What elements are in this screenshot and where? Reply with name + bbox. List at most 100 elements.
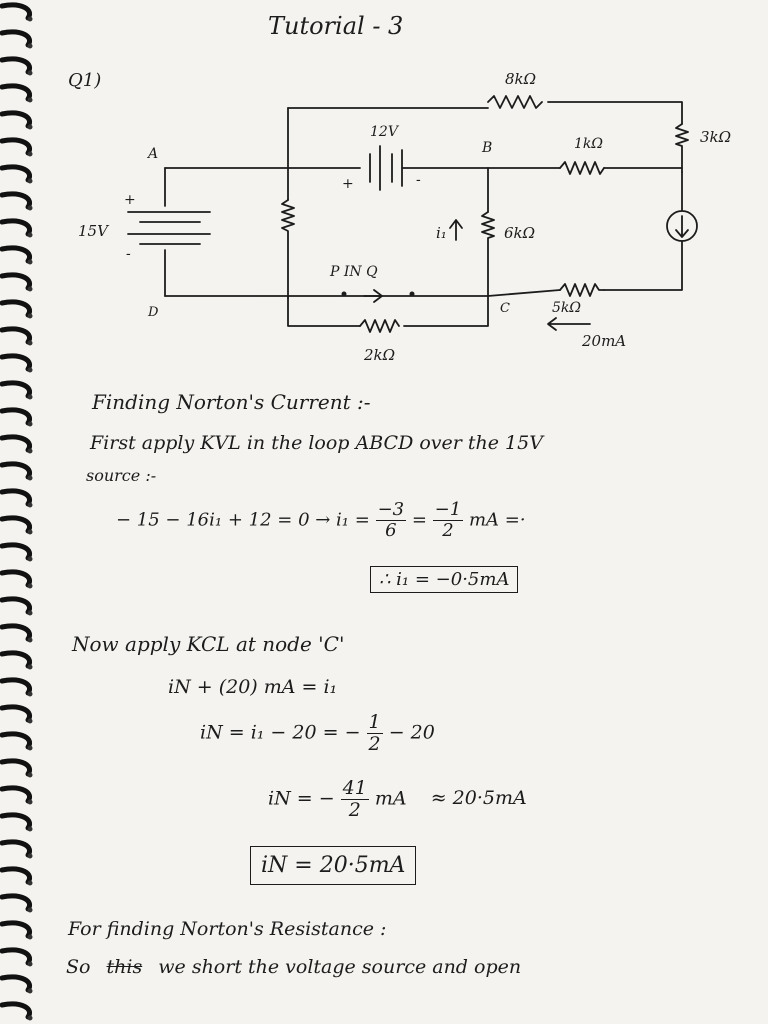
i1-arrow: [449, 219, 463, 241]
punch-hole: [27, 610, 33, 616]
punch-hole: [27, 961, 33, 967]
kvl-equation-left: − 15 − 16i₁ + 12 = 0 → i₁ =: [116, 509, 370, 531]
punch-hole: [27, 259, 33, 265]
spiral-ring: [0, 56, 32, 75]
label-node-c: C: [500, 301, 510, 316]
spiral-ring: [0, 893, 32, 912]
punch-hole: [27, 799, 33, 805]
label-minus-12v: -: [416, 172, 421, 188]
punch-hole: [27, 529, 33, 535]
punch-hole: [27, 691, 33, 697]
spiral-ring: [0, 110, 32, 129]
label-node-b: B: [481, 140, 492, 156]
kcl-equation-1: iN + (20) mA = i₁: [168, 676, 338, 698]
spiral-ring: [0, 974, 32, 993]
kcl-eq3-left: iN = −: [268, 787, 335, 810]
spiral-ring: [0, 758, 32, 777]
spiral-ring: [0, 461, 32, 480]
kvl-line-1: First apply KVL in the loop ABCD over th…: [90, 432, 543, 454]
resistor-vertical-left: [281, 199, 295, 299]
punch-hole: [27, 448, 33, 454]
spiral-ring: [0, 326, 32, 345]
punch-hole: [27, 988, 33, 994]
spiral-ring: [0, 353, 32, 372]
spiral-ring: [0, 164, 32, 183]
punch-hole: [27, 178, 33, 184]
spiral-binding: [0, 2, 33, 1021]
spiral-ring: [0, 596, 32, 615]
wire-2k-branch: [287, 295, 361, 327]
punch-hole: [27, 880, 33, 886]
label-plus-12v: +: [342, 176, 354, 192]
spiral-ring: [0, 245, 32, 264]
label-6k: 6kΩ: [504, 224, 535, 242]
kvl-unit: mA =·: [468, 509, 526, 531]
spiral-ring: [0, 839, 32, 858]
punch-hole: [27, 637, 33, 643]
spiral-ring: [0, 488, 32, 507]
page-title: Tutorial - 3: [268, 12, 404, 40]
resistor-3k: [675, 123, 689, 173]
spiral-ring: [0, 407, 32, 426]
resistor-1k: [559, 161, 605, 175]
wire-cs-down: [603, 240, 683, 291]
spiral-ring: [0, 2, 32, 21]
current-20ma-arrow: [547, 317, 591, 331]
label-12v: 12V: [370, 124, 400, 140]
struck-word: this: [106, 956, 143, 978]
punch-hole: [27, 502, 33, 508]
battery-15v: [127, 211, 211, 245]
spiral-ring: [0, 866, 32, 885]
punch-hole: [27, 151, 33, 157]
resistor-6k: [481, 211, 495, 297]
punch-hole: [27, 124, 33, 130]
spiral-ring: [0, 677, 32, 696]
kcl-eq2-left: iN = i₁ − 20 = −: [200, 721, 361, 744]
punch-hole: [27, 16, 33, 22]
spiral-ring: [0, 650, 32, 669]
resistor-8k: [487, 95, 543, 109]
kcl-eq2-num: 1: [366, 711, 383, 734]
punch-hole: [27, 718, 33, 724]
label-i1: i₁: [436, 224, 447, 242]
kcl-eq3-num: 41: [340, 777, 369, 800]
spiral-ring: [0, 380, 32, 399]
punch-hole: [27, 286, 33, 292]
kcl-eq3-den: 2: [348, 798, 361, 821]
label-8k: 8kΩ: [505, 70, 536, 88]
punch-hole: [27, 826, 33, 832]
spiral-ring: [0, 515, 32, 534]
punch-hole: [27, 907, 33, 913]
spiral-ring: [0, 569, 32, 588]
punch-hole: [27, 583, 33, 589]
current-source-arrow: [675, 215, 689, 238]
spiral-ring: [0, 542, 32, 561]
spiral-ring: [0, 218, 32, 237]
spiral-ring: [0, 434, 32, 453]
last-line: So this we short the voltage source and …: [66, 956, 521, 978]
punch-hole: [27, 556, 33, 562]
heading-norton-resistance: For finding Norton's Resistance :: [68, 918, 387, 940]
result-in-box: iN = 20·5mA: [250, 846, 417, 885]
punch-hole: [27, 934, 33, 940]
resistor-5k: [559, 283, 605, 297]
label-5k: 5kΩ: [552, 300, 581, 316]
kcl-eq2-right: − 20: [388, 721, 435, 744]
punch-hole: [27, 853, 33, 859]
kcl-eq3-unit: mA: [374, 787, 407, 810]
punch-hole: [27, 1015, 33, 1021]
label-15v: 15V: [78, 222, 110, 240]
punch-hole: [27, 745, 33, 751]
label-3k: 3kΩ: [700, 128, 731, 146]
label-in: P IN Q: [329, 264, 378, 280]
in-arrow: [363, 289, 383, 303]
label-minus-15v: -: [126, 246, 131, 262]
spiral-ring: [0, 812, 32, 831]
frac-2-num: −1: [432, 499, 464, 521]
